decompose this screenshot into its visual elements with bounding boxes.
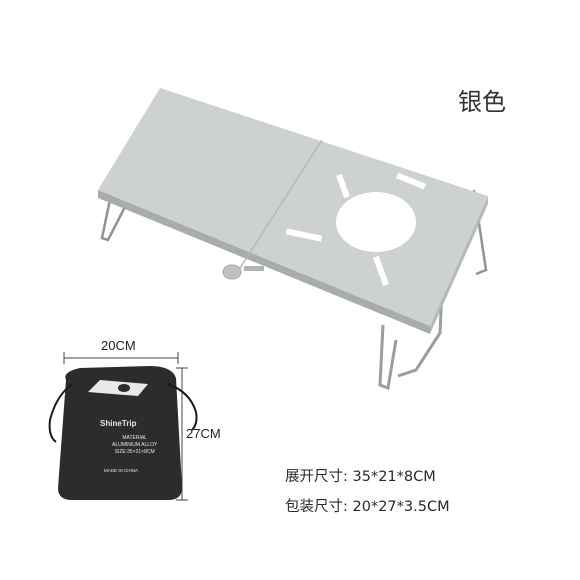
- height-dimension-label: 27CM: [186, 426, 221, 441]
- spec-list: 展开尺寸: 35*21*8CM 包装尺寸: 20*27*3.5CM: [285, 462, 450, 522]
- table-leg-back-left: [100, 189, 128, 242]
- color-label: 银色: [458, 88, 506, 116]
- pouch-made-in: MADE IN CHINA: [104, 468, 139, 473]
- drawstring-right: [167, 383, 198, 431]
- pouch-size-line: SIZE:35×21×8CM: [114, 449, 155, 455]
- hinge-marking: [244, 266, 264, 271]
- table-leg-front-left: [378, 324, 398, 391]
- stove-hole: [336, 192, 416, 252]
- hinge-knob: [222, 264, 242, 280]
- table-edge: [98, 190, 430, 334]
- spec-packed: 包装尺寸: 20*27*3.5CM: [285, 499, 450, 515]
- stove-slot-3: [285, 228, 323, 242]
- pouch-material-line2: ALUMINIUM ALLOY: [112, 442, 158, 448]
- spec-unfolded: 展开尺寸: 35*21*8CM: [285, 469, 436, 485]
- stove-slot-1: [336, 173, 350, 199]
- table-fold-line: [239, 139, 323, 269]
- stove-slot-4: [373, 255, 389, 287]
- drawstring-left: [48, 383, 73, 443]
- pouch-brand: ShineTrip: [100, 419, 137, 428]
- pouch-material-block: MATERIAL ALUMINIUM ALLOY SIZE:35×21×8CM: [112, 435, 157, 456]
- width-dimension-label: 20CM: [101, 338, 136, 353]
- pouch-body: [58, 366, 182, 500]
- table-edge-right: [430, 196, 488, 334]
- stove-slot-2: [395, 172, 427, 190]
- table-top-surface: [98, 88, 488, 326]
- pouch-material-line1: MATERIAL: [122, 435, 147, 441]
